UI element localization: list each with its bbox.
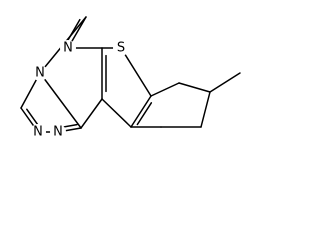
bond-c8-c9: [209, 72, 241, 93]
atom-label-s-thiophene: S: [117, 41, 125, 56]
bond-c11b-c11a: [80, 98, 103, 129]
double-bond-c9a-c5a: [136, 102, 153, 126]
atom-label-n-triazole-left: N: [33, 125, 43, 140]
atom-label-n-pyrimidine: N: [63, 41, 73, 56]
bond-c9a-c11b: [101, 98, 132, 128]
structure-diagram: N S N N N: [0, 0, 261, 144]
bond-c5a-c6: [150, 82, 180, 97]
bond-N3-c11a: [39, 72, 82, 129]
atom-n-triazole-right: N: [50, 124, 66, 140]
atom-label-n-bridge: N: [35, 66, 45, 81]
double-bond-c_tri-N_l: [26, 108, 40, 127]
bond-c9a-c5a: [130, 95, 152, 128]
molecule-svg: N S N N N: [20, 16, 241, 140]
atom-n-triazole-left: N: [30, 124, 46, 140]
atom-s-thiophene: S: [113, 40, 129, 56]
atom-labels-group: N S N N N: [30, 40, 129, 140]
atom-label-n-triazole-right: N: [53, 125, 63, 140]
double-bond-c_top-N1: [66, 18, 81, 43]
bonds-group: [20, 16, 241, 133]
bond-c8-c7: [200, 91, 211, 128]
atom-n-pyrimidine: N: [60, 40, 76, 56]
atom-n-bridge: N: [32, 65, 48, 81]
bond-c6-c8: [178, 82, 211, 93]
bond-S-c5a: [120, 47, 152, 97]
